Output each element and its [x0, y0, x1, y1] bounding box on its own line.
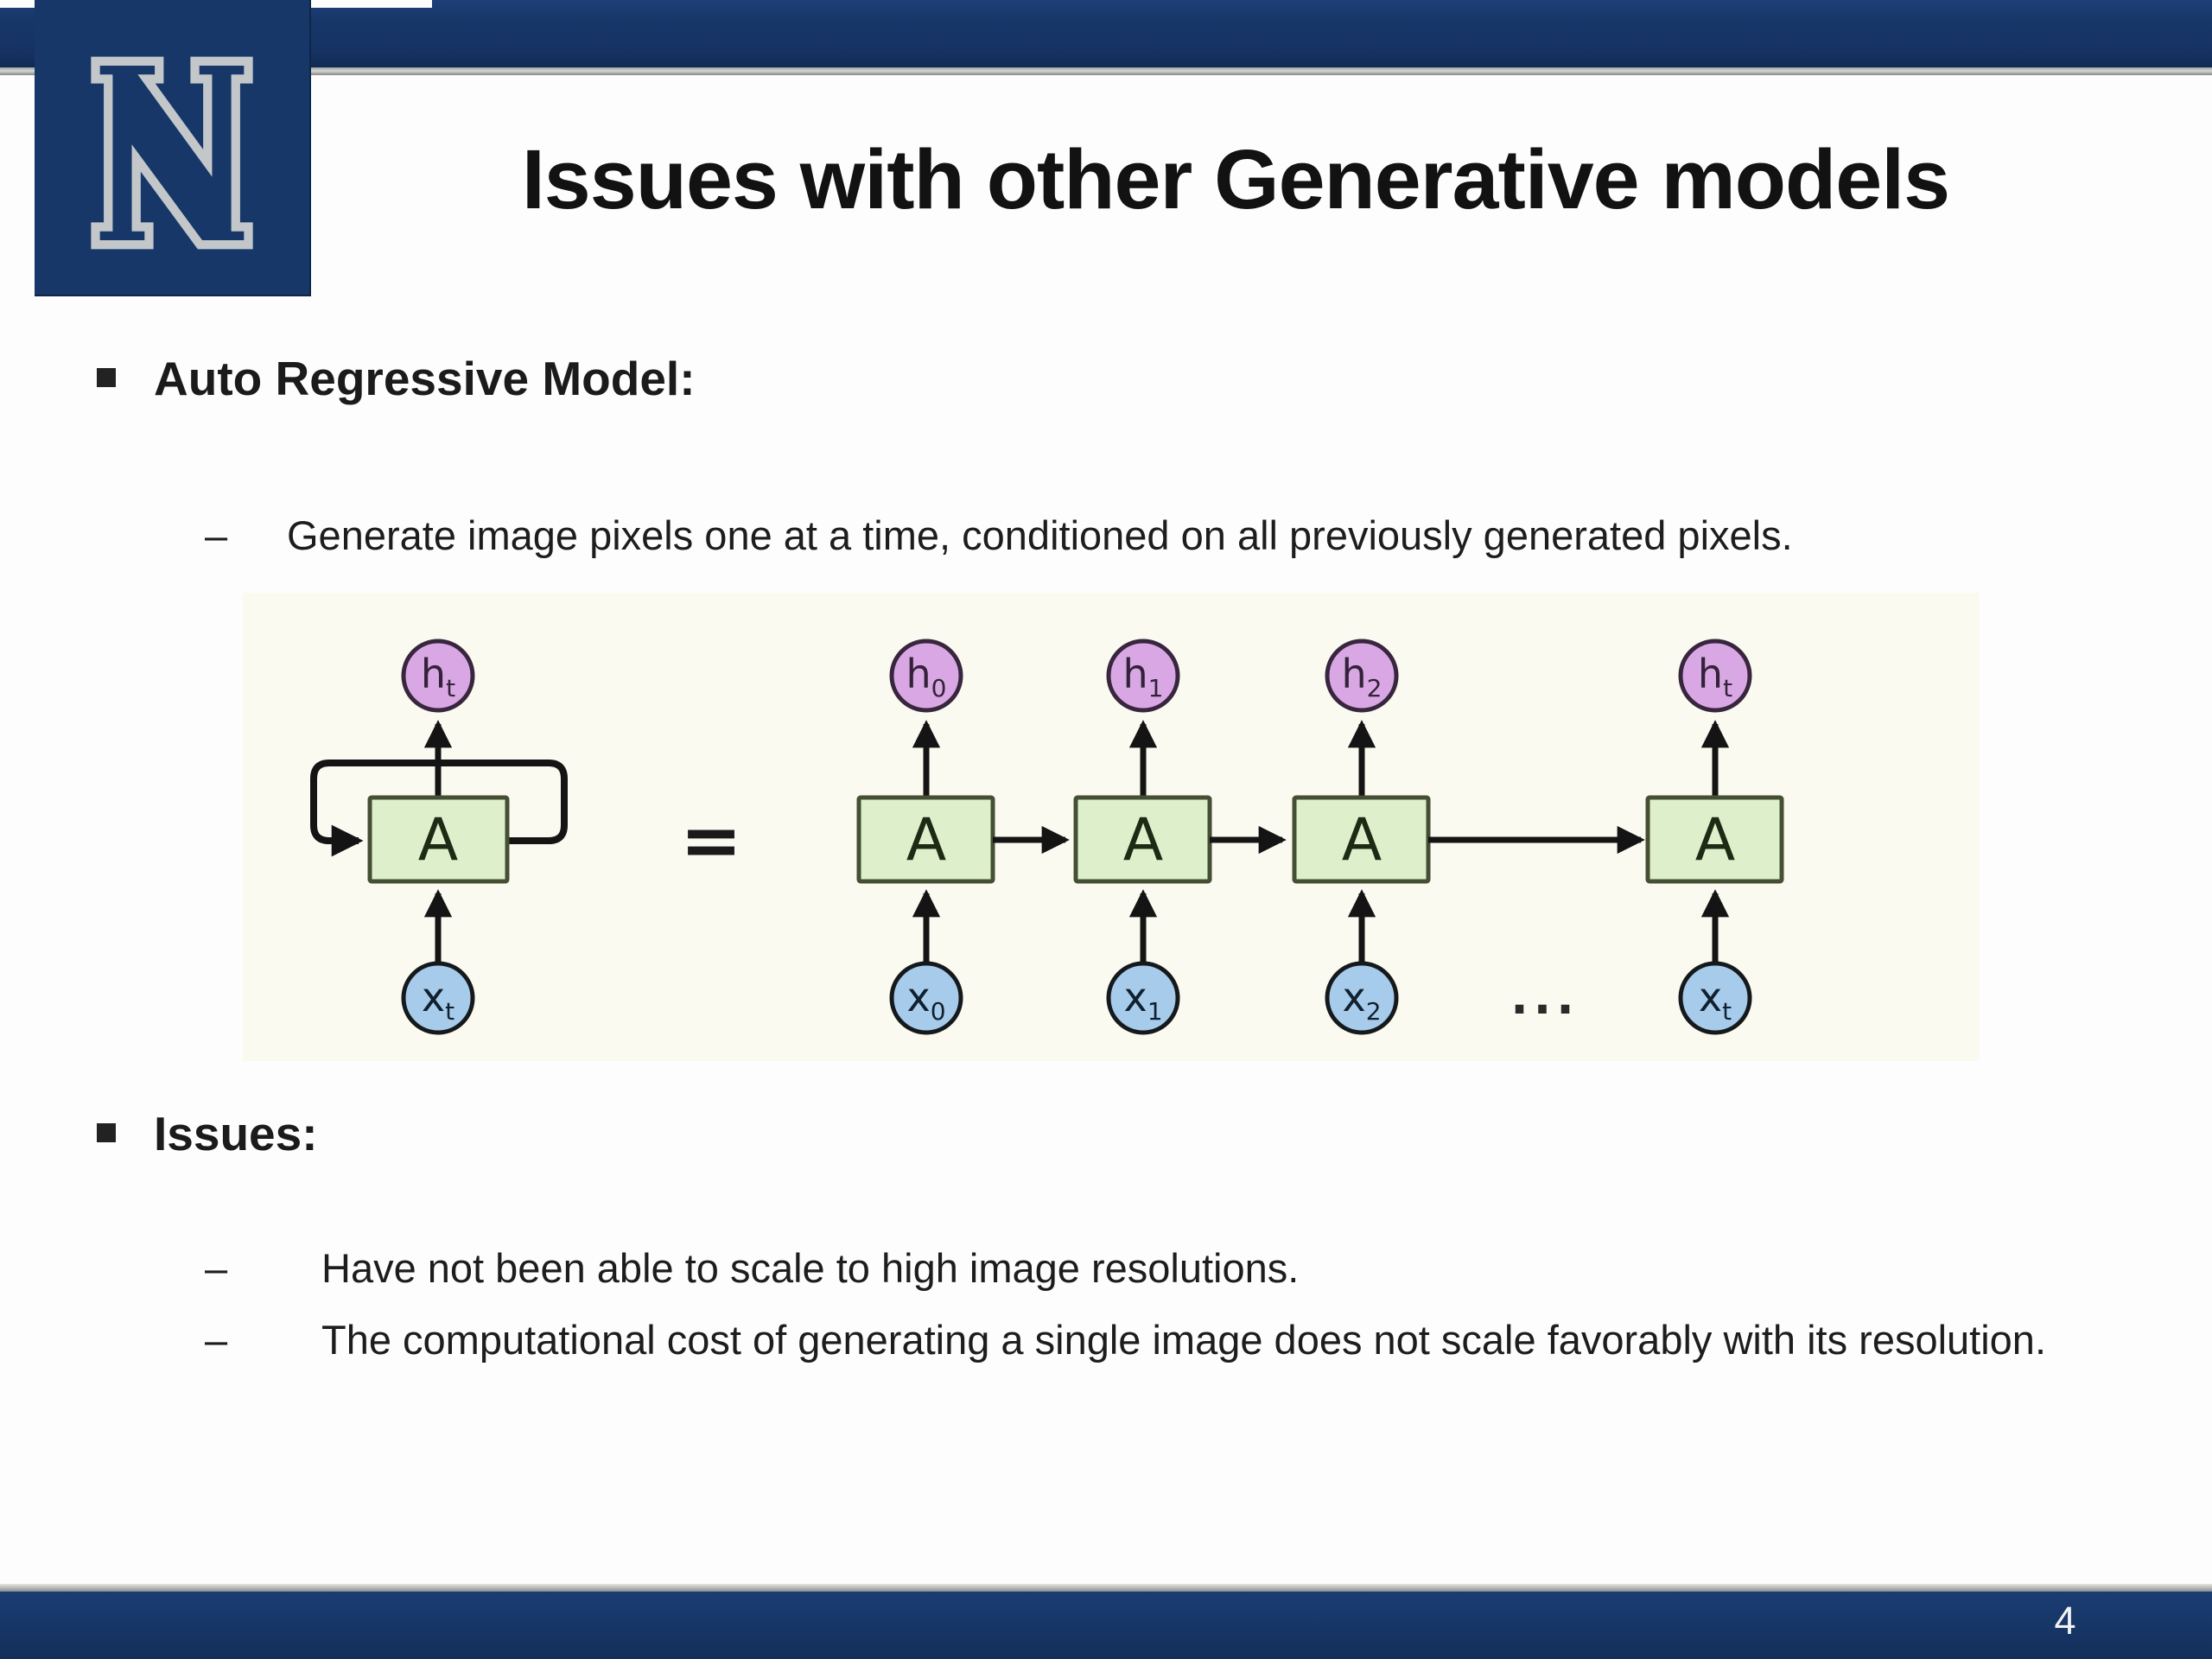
- section-heading-label: Issues:: [154, 1107, 318, 1160]
- dash-bullet-icon: –: [205, 1245, 228, 1291]
- bottom-divider-line: [0, 1584, 2212, 1592]
- section-heading-issues: Issues:: [97, 1106, 318, 1161]
- rnn-cell-box: [367, 795, 510, 884]
- page-number: 4: [2054, 1599, 2076, 1643]
- list-item: – Generate image pixels one at a time, c…: [205, 505, 2132, 567]
- rnn-unrolled-column-t: A ht xt: [1645, 639, 1784, 1035]
- rnn-cell-label: A: [1342, 806, 1382, 874]
- input-node-label: x0: [906, 974, 945, 1026]
- output-node: [1678, 639, 1752, 713]
- output-node: [401, 639, 475, 713]
- university-block-n-icon: [91, 56, 253, 250]
- section-heading-label: Auto Regressive Model:: [154, 352, 696, 405]
- top-divider-line: [0, 67, 2212, 75]
- input-node-label: x2: [1342, 974, 1381, 1026]
- input-node: [401, 961, 475, 1035]
- output-node: [1325, 639, 1399, 713]
- input-node: [1325, 961, 1399, 1035]
- output-node: [889, 639, 963, 713]
- auto-regressive-bullet-list: – Generate image pixels one at a time, c…: [205, 505, 2132, 567]
- slide-title: Issues with other Generative models: [521, 132, 1950, 226]
- rnn-cell-box: [1645, 795, 1784, 884]
- input-node-label: xt: [1699, 974, 1732, 1026]
- rnn-unrolled-column-1: A h1 x1: [1073, 639, 1212, 1035]
- output-node-label: h2: [1342, 651, 1382, 702]
- rnn-cell-label: A: [906, 806, 947, 874]
- bullet-text: Have not been able to scale to high imag…: [321, 1245, 1300, 1291]
- rnn-rolled-unit: A ht xt: [310, 639, 568, 1035]
- output-node: [1106, 639, 1180, 713]
- bullet-text: The computational cost of generating a s…: [321, 1316, 2047, 1363]
- rnn-unrolling-diagram: A ht xt = A h0 x0: [243, 593, 1980, 1061]
- issues-bullet-list: – Have not been able to scale to high im…: [205, 1237, 2119, 1371]
- list-item: – Have not been able to scale to high im…: [205, 1237, 2119, 1300]
- rnn-unrolled-column-2: A h2 x2: [1292, 639, 1431, 1035]
- dash-bullet-icon: –: [205, 512, 228, 558]
- university-logo-tile: [35, 0, 311, 296]
- input-node: [1678, 961, 1752, 1035]
- ellipsis: ...: [1510, 970, 1580, 1025]
- output-node-label: h1: [1123, 651, 1164, 702]
- rnn-cell-label: A: [418, 806, 459, 874]
- rnn-unrolled-column-0: A h0 x0: [856, 639, 995, 1035]
- bullet-text: Generate image pixels one at a time, con…: [287, 512, 1793, 558]
- square-bullet-icon: [97, 1123, 116, 1142]
- list-item: – The computational cost of generating a…: [205, 1309, 2119, 1371]
- square-bullet-icon: [97, 368, 116, 387]
- input-node: [1106, 961, 1180, 1035]
- rnn-cell-label: A: [1695, 806, 1736, 874]
- output-node-label: h0: [906, 651, 947, 702]
- output-node-label: ht: [1698, 651, 1732, 702]
- bottom-bar: [0, 1592, 2212, 1659]
- equals-sign: =: [680, 798, 742, 884]
- rnn-cell-label: A: [1123, 806, 1164, 874]
- top-bar: [0, 0, 2212, 67]
- output-node-label: ht: [421, 651, 455, 702]
- dash-bullet-icon: –: [205, 1316, 228, 1363]
- input-node-label: xt: [422, 974, 454, 1026]
- section-heading-auto-regressive: Auto Regressive Model:: [97, 351, 696, 406]
- input-node-label: x1: [1123, 974, 1162, 1026]
- input-node: [889, 961, 963, 1035]
